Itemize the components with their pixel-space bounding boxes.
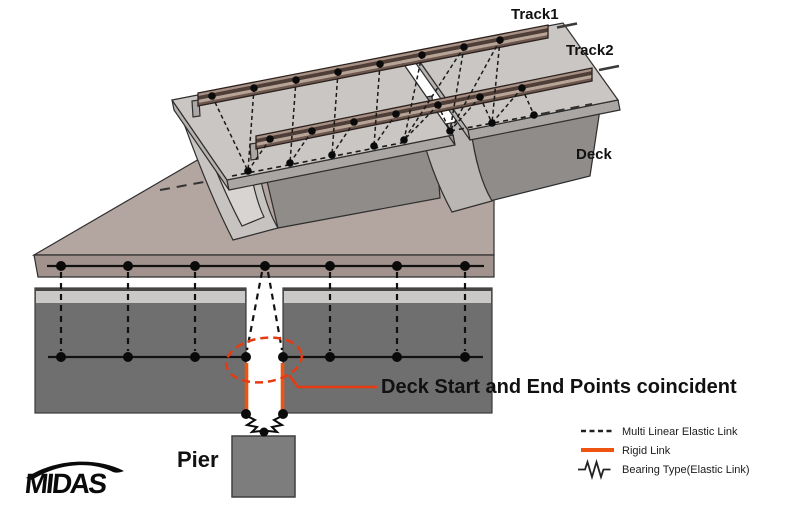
track1-label: Track1 (511, 6, 559, 23)
rigid-links (244, 363, 285, 412)
legend-label: Multi Linear Elastic Link (622, 426, 738, 438)
legend: Multi Linear Elastic Link Rigid Link Bea… (578, 426, 750, 481)
track2-label: Track2 (566, 42, 614, 59)
coincident-annotation: Deck Start and End Points coincident (224, 336, 737, 398)
pier-label: Pier (177, 447, 219, 472)
midas-logo: MIDAS (23, 461, 124, 499)
logo-text: MIDAS (23, 468, 108, 499)
highlight-ellipse (224, 336, 304, 384)
deck-node-line-2d (48, 352, 483, 362)
deck-section-right-2d (282, 287, 493, 414)
logo-swoosh (26, 461, 124, 480)
legend-item-bearing: Bearing Type(Elastic Link) (578, 458, 750, 481)
rail-node-line-2d (47, 261, 484, 271)
deck-label: Deck (576, 146, 613, 163)
pier-block (231, 435, 296, 498)
bearing-springs (241, 409, 288, 434)
multi-linear-elastic-links-2d (59, 271, 467, 351)
rail-pedestals (191, 99, 259, 161)
bearing-spring-left-symbol (244, 416, 262, 434)
legend-label: Bearing Type(Elastic Link) (622, 464, 750, 476)
node-dots-3d (208, 36, 538, 175)
legend-label: Rigid Link (622, 445, 671, 457)
annotation-leader-line (288, 374, 377, 389)
legend-item-multi-linear: Multi Linear Elastic Link (581, 426, 738, 438)
deck-section-left-2d (34, 287, 247, 414)
track2-rail (255, 64, 620, 150)
spring-icon (578, 458, 611, 481)
multi-linear-elastic-links-3d (211, 39, 535, 172)
legend-item-rigid: Rigid Link (581, 445, 671, 457)
pier: Pier (177, 427, 296, 498)
annotation-text: Deck Start and End Points coincident (381, 376, 737, 398)
bearing-spring-right-symbol (267, 416, 285, 434)
